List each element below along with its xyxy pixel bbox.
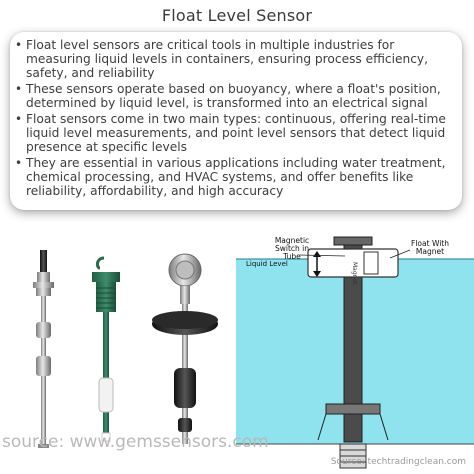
magnetic-switch-label: Magnetic Switch in Tube [274, 236, 310, 261]
bullet-dot-icon: • [15, 156, 23, 170]
bullet-dot-icon: • [15, 38, 23, 52]
bullet-dot-icon: • [15, 112, 23, 126]
liquid-level-label: Liquid Level [246, 260, 288, 268]
bullet-dot-icon: • [15, 82, 23, 96]
summary-card [10, 32, 462, 210]
stainless-float-sensor [33, 250, 54, 448]
green-float-sensor [92, 256, 120, 442]
product-photos [33, 236, 474, 474]
source-left: source: www.gemssensors.com [2, 432, 269, 452]
bullet-item: •These sensors operate based on buoyancy… [15, 82, 441, 110]
float-with-magnet-label: Float With Magnet [411, 239, 449, 256]
source-right: Source: techtradingclean.com [330, 457, 466, 467]
bullet-item: •They are essential in various applicati… [15, 156, 446, 198]
bullet-item: •Float sensors come in two main types: c… [15, 112, 446, 154]
bullet-list: •Float level sensors are critical tools … [14, 38, 460, 200]
magnet-text: Magnet [351, 262, 358, 285]
float-sensor-diagram [236, 236, 474, 474]
bullet-item: •Float level sensors are critical tools … [15, 38, 429, 80]
page-title: Float Level Sensor [161, 6, 313, 25]
disc-float-sensor [152, 253, 218, 444]
